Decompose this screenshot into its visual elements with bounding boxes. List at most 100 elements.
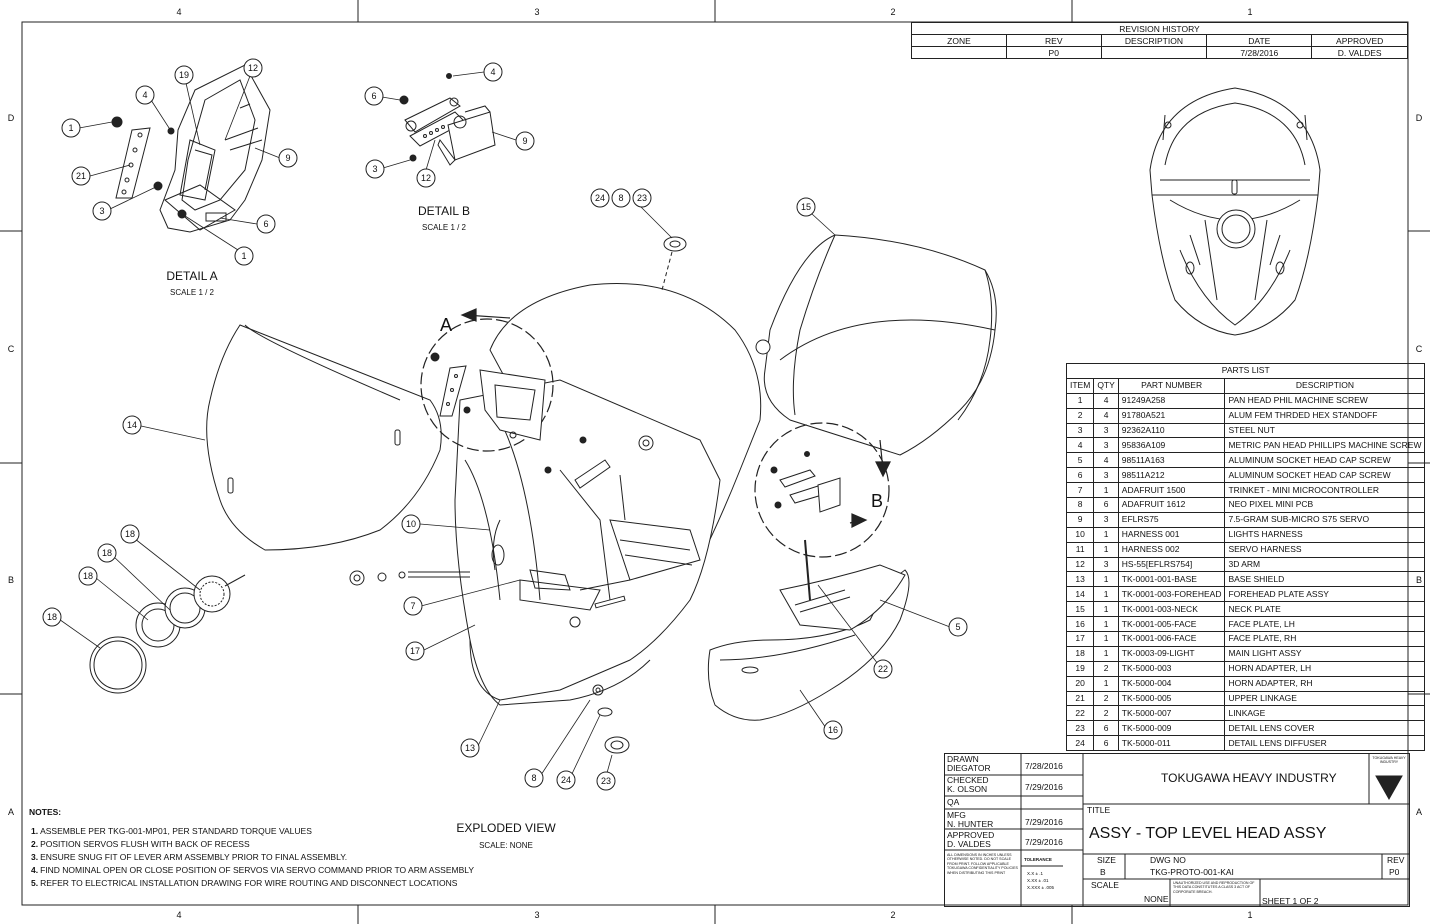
parts-cell-item: 8 xyxy=(1065,497,1095,513)
parts-list-header: ITEM QTY PART NUMBER DESCRIPTION xyxy=(1065,377,1426,394)
parts-cell-item: 1 xyxy=(1065,392,1095,409)
company-logo: TOKUGAWA HEAVY INDUSTRY xyxy=(1372,756,1406,765)
svg-text:23: 23 xyxy=(637,193,647,203)
balloon-detail-a-21: 21 xyxy=(71,166,91,186)
note-number: 1. xyxy=(31,826,39,836)
parts-cell-description: PAN HEAD PHIL MACHINE SCREW xyxy=(1224,392,1426,409)
rev-header-zone: ZONE xyxy=(911,34,1007,47)
svg-text:9: 9 xyxy=(285,153,290,163)
approved-label: APPROVED xyxy=(947,830,995,840)
notes-title: NOTES: xyxy=(29,807,62,817)
balloon-detail-b-12: 12 xyxy=(416,168,436,188)
forehead-plate xyxy=(206,324,442,551)
svg-text:18: 18 xyxy=(47,612,57,622)
parts-cell-qty: 6 xyxy=(1093,720,1119,737)
note-number: 5. xyxy=(31,878,39,888)
parts-cell-description: DETAIL LENS COVER xyxy=(1224,720,1426,737)
svg-text:3: 3 xyxy=(372,164,377,174)
note-item: 3.ENSURE SNUG FIT OF LEVER ARM ASSEMBLY … xyxy=(31,851,474,864)
parts-cell-description: HORN ADAPTER, RH xyxy=(1224,675,1426,692)
parts-cell-item: 9 xyxy=(1065,511,1095,528)
zone-col-bottom-2: 2 xyxy=(890,910,895,920)
parts-cell-part-number: TK-0001-001-BASE xyxy=(1117,571,1226,588)
parts-cell-description: BASE SHIELD xyxy=(1224,571,1426,588)
parts-cell-qty: 4 xyxy=(1093,407,1119,424)
parts-cell-description: TRINKET - MINI MICROCONTROLLER xyxy=(1224,482,1426,499)
svg-text:10: 10 xyxy=(406,519,416,529)
zone-row-left-b: B xyxy=(8,575,14,585)
parts-cell-item: 24 xyxy=(1065,735,1095,752)
svg-text:22: 22 xyxy=(878,664,888,674)
zone-row-left-d: D xyxy=(8,113,15,123)
notes-list: 1.ASSEMBLE PER TKG-001-MP01, PER STANDAR… xyxy=(31,825,474,890)
revision-history-title: REVISION HISTORY xyxy=(911,22,1408,35)
svg-text:4: 4 xyxy=(142,90,147,100)
parts-cell-description: NECK PLATE xyxy=(1224,601,1426,618)
note-number: 3. xyxy=(31,852,39,862)
parts-cell-part-number: ADAFRUIT 1500 xyxy=(1117,482,1226,499)
rev-cell-approved: D. VALDES xyxy=(1311,46,1408,59)
parts-cell-description: 7.5-GRAM SUB-MICRO S75 SERVO xyxy=(1224,511,1426,528)
zone-row-left-a: A xyxy=(8,807,14,817)
detail-b-scale: SCALE 1 / 2 xyxy=(422,223,467,232)
parts-header-qty: QTY xyxy=(1093,377,1119,394)
parts-cell-item: 13 xyxy=(1065,571,1095,588)
dimension-note: ALL DIMENSIONS IN INCHES UNLESS OTHERWIS… xyxy=(947,853,1018,875)
zone-col-top-1: 1 xyxy=(1247,7,1252,17)
svg-text:9: 9 xyxy=(522,136,527,146)
parts-cell-qty: 4 xyxy=(1093,452,1119,469)
face-plate-lh xyxy=(707,569,910,721)
balloon-exploded-7: 7 xyxy=(403,596,423,616)
parts-cell-part-number: TK-0003-09-LIGHT xyxy=(1117,645,1226,662)
approved-name: D. VALDES xyxy=(947,839,991,849)
svg-text:18: 18 xyxy=(83,571,93,581)
parts-cell-qty: 1 xyxy=(1093,645,1119,662)
balloon-exploded-10: 10 xyxy=(401,514,421,534)
balloon-exploded-16: 16 xyxy=(823,720,843,740)
parts-cell-description: LIGHTS HARNESS xyxy=(1224,526,1426,543)
parts-cell-part-number: TK-5000-005 xyxy=(1117,690,1226,707)
scale-label: SCALE xyxy=(1091,880,1119,890)
detail-b-balloons: 6 4 3 12 9 xyxy=(364,62,535,188)
detail-b-drawing xyxy=(399,73,496,166)
parts-cell-part-number: ADAFRUIT 1612 xyxy=(1117,497,1226,513)
parts-cell-description: SERVO HARNESS xyxy=(1224,541,1426,558)
parts-cell-qty: 6 xyxy=(1093,497,1119,513)
parts-cell-part-number: TK-5000-011 xyxy=(1117,735,1226,752)
qa-label: QA xyxy=(947,797,960,807)
svg-text:13: 13 xyxy=(465,743,475,753)
rev-cell-zone xyxy=(911,46,1007,59)
parts-cell-item: 14 xyxy=(1065,586,1095,603)
detail-a-circle-parts xyxy=(430,352,546,441)
note-item: 1.ASSEMBLE PER TKG-001-MP01, PER STANDAR… xyxy=(31,825,474,838)
balloon-detail-a-4: 4 xyxy=(135,85,155,105)
parts-cell-description: LINKAGE xyxy=(1224,705,1426,722)
zone-row-right-d: D xyxy=(1416,113,1423,123)
balloon-detail-a-3: 3 xyxy=(92,201,112,221)
parts-cell-part-number: TK-0001-005-FACE xyxy=(1117,616,1226,633)
balloon-detail-a-12: 12 xyxy=(243,58,263,78)
parts-cell-item: 4 xyxy=(1065,437,1095,454)
detail-b-circle-parts xyxy=(770,451,841,513)
light-lens-4 xyxy=(193,575,231,613)
detail-b-title: DETAIL B xyxy=(418,204,470,218)
balloon-exploded-14: 14 xyxy=(122,415,142,435)
rev-cell-description xyxy=(1100,46,1208,59)
parts-cell-qty: 2 xyxy=(1093,660,1119,677)
parts-cell-item: 3 xyxy=(1065,422,1095,439)
balloon-exploded-18-d: 18 xyxy=(42,607,62,627)
detail-callout-circles xyxy=(420,318,890,558)
rev-value: P0 xyxy=(1389,867,1400,877)
svg-text:12: 12 xyxy=(248,63,258,73)
balloon-exploded-18-b: 18 xyxy=(97,543,117,563)
parts-cell-item: 11 xyxy=(1065,541,1095,558)
title-label: TITLE xyxy=(1087,805,1111,815)
zone-col-top-3: 3 xyxy=(534,7,539,17)
